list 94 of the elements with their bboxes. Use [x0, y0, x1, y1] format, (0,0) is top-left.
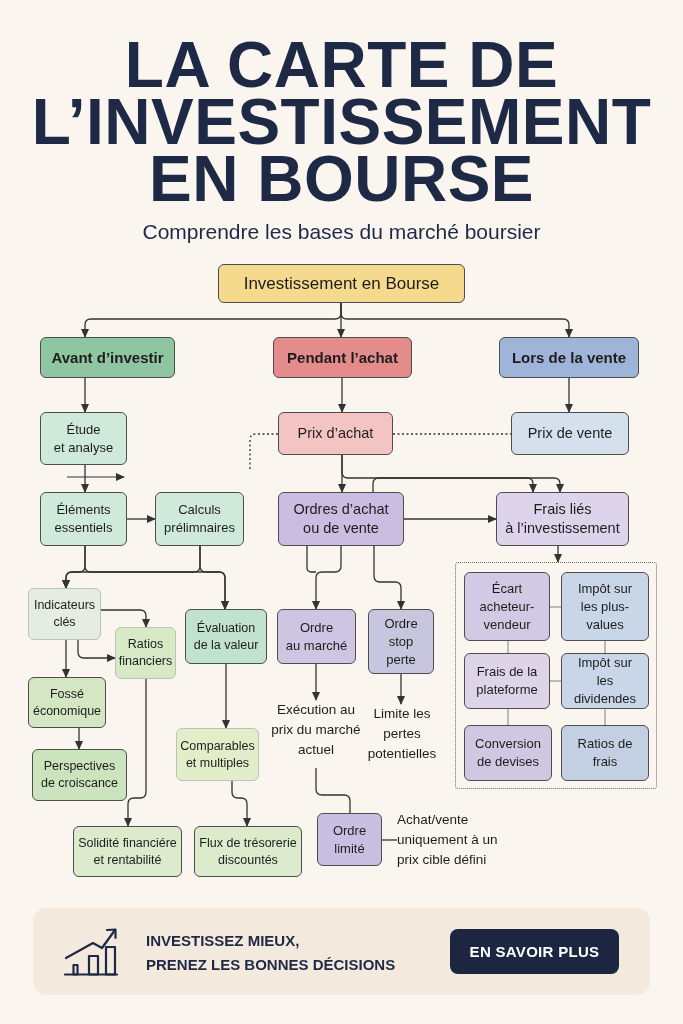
- category-label: Avant d’investir: [51, 348, 164, 367]
- step-box: [185, 609, 267, 664]
- step-box: [464, 572, 550, 641]
- step-box: [278, 412, 393, 455]
- arrow: [221, 663, 231, 729]
- arrow: [126, 514, 156, 524]
- step-label: Frais liés à l’investissement: [505, 500, 620, 538]
- arrow: [100, 609, 151, 628]
- step-label: Écart acheteur-vendeur: [478, 579, 536, 634]
- step-label: Éléments essentiels: [54, 501, 113, 537]
- banner-slogan: INVESTISSEZ MIEUX, PRENEZ LES BONNES DÉCISIONS: [146, 931, 396, 975]
- arrow: [396, 673, 406, 705]
- step-box: [40, 492, 127, 546]
- step-box: [277, 609, 356, 664]
- step-label: Ordre au marché: [285, 618, 348, 655]
- step-box: [32, 749, 127, 801]
- step-label: Indicateurs clés: [33, 597, 96, 631]
- connector-line: [381, 839, 398, 841]
- step-label: Ordre limité: [332, 821, 367, 858]
- category-label: Pendant l’achat: [287, 348, 398, 367]
- step-box: [28, 588, 101, 640]
- main-topic-box: [218, 264, 465, 303]
- annotation-text: Achat/vente uniquement à un prix cible défini: [397, 810, 507, 874]
- step-label: Prix de vente: [527, 424, 613, 443]
- step-label: Impôt sur les dividendes: [572, 654, 638, 708]
- arrow: [340, 302, 574, 338]
- step-box: [28, 677, 106, 728]
- step-box: [561, 725, 649, 781]
- arrow: [74, 727, 84, 750]
- step-label: Perspectives de croiscance: [40, 758, 119, 792]
- arrow: [341, 454, 538, 493]
- step-box: [511, 412, 629, 455]
- arrow: [123, 678, 147, 827]
- step-box: [115, 627, 176, 679]
- step-box: [73, 826, 182, 877]
- arrow: [403, 514, 497, 524]
- connector-line: [549, 680, 562, 682]
- step-box: [368, 609, 434, 674]
- step-label: Ordre stop perte: [384, 614, 418, 669]
- connector-line: [604, 708, 606, 726]
- arrow: [373, 545, 406, 610]
- arrow: [553, 545, 563, 563]
- category-box: [40, 337, 175, 378]
- step-label: Solidité financiére et rentabilité: [78, 834, 177, 869]
- step-box: [561, 653, 649, 709]
- dotted-connector: [249, 433, 279, 471]
- step-label: Fossé économique: [32, 685, 102, 720]
- connector-line: [549, 606, 562, 608]
- step-label: Prix d’achat: [297, 424, 374, 443]
- category-label: Lors de la vente: [511, 348, 627, 367]
- step-box: [278, 492, 404, 546]
- arrow: [80, 464, 90, 493]
- step-label: Ratios financiers: [118, 636, 173, 670]
- step-label: Calculs prélimnaires: [164, 501, 235, 537]
- step-box: [464, 725, 552, 781]
- step-box: [496, 492, 629, 546]
- subtitle: Comprendre les bases du marché boursier: [142, 219, 541, 245]
- step-label: Ratios de frais: [577, 735, 633, 771]
- category-box: [273, 337, 412, 378]
- arrow: [311, 663, 321, 701]
- arrow: [372, 477, 565, 493]
- learn-more-button: EN SAVOIR PLUS: [450, 929, 619, 974]
- step-label: Flux de trésorerie discountés: [199, 834, 297, 869]
- annotation-text: Exécution au prix du marché actuel: [268, 700, 364, 768]
- title: LA CARTE DE L’INVESTISSEMENT EN BOURSE: [30, 37, 653, 208]
- arrow: [199, 545, 230, 610]
- step-label: Conversion de devises: [475, 735, 541, 771]
- topic-label: Investissement en Bourse: [243, 273, 440, 294]
- connector-line: [507, 640, 509, 654]
- step-box: [561, 572, 649, 641]
- step-box: [194, 826, 302, 877]
- annotation-text: Limite les pertes potentielles: [364, 704, 440, 770]
- arrow: [80, 377, 90, 413]
- category-box: [499, 337, 639, 378]
- step-label: Évaluation de la valeur: [193, 619, 259, 654]
- step-box: [40, 412, 127, 465]
- arrow: [231, 780, 252, 827]
- step-box: [317, 813, 382, 866]
- step-label: Ordres d’achat ou de vente: [293, 500, 389, 538]
- connector-line: [315, 767, 351, 814]
- arrow: [77, 639, 116, 663]
- arrow: [61, 639, 71, 678]
- step-label: Comparables et multiples: [180, 737, 255, 772]
- connector-line: [507, 708, 509, 726]
- step-box: [176, 728, 259, 781]
- step-box: [464, 653, 550, 709]
- arrow: [306, 545, 342, 610]
- arrow: [337, 377, 347, 413]
- step-label: Impôt sur les plus-values: [576, 579, 634, 634]
- step-label: Étude et analyse: [53, 420, 114, 457]
- arrow: [564, 377, 574, 413]
- step-label: Frais de la plateforme: [476, 663, 538, 699]
- connector-line: [604, 640, 606, 654]
- step-box: [155, 492, 244, 546]
